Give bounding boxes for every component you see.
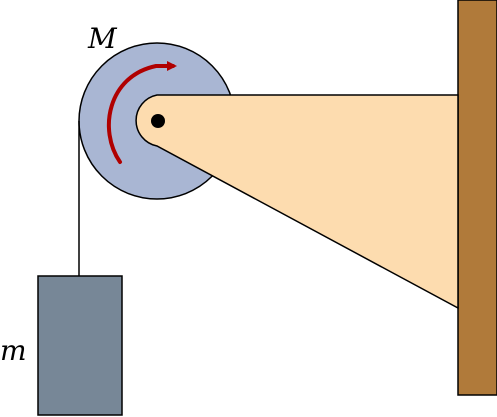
hanging-mass-label: m [0, 334, 27, 367]
bracket-arm [135, 94, 459, 310]
hanging-block [37, 275, 123, 416]
rotation-arrow-icon [106, 61, 177, 164]
wall [457, 0, 497, 396]
pulley-mass-label: M [87, 22, 118, 55]
axle-dot [151, 114, 165, 128]
